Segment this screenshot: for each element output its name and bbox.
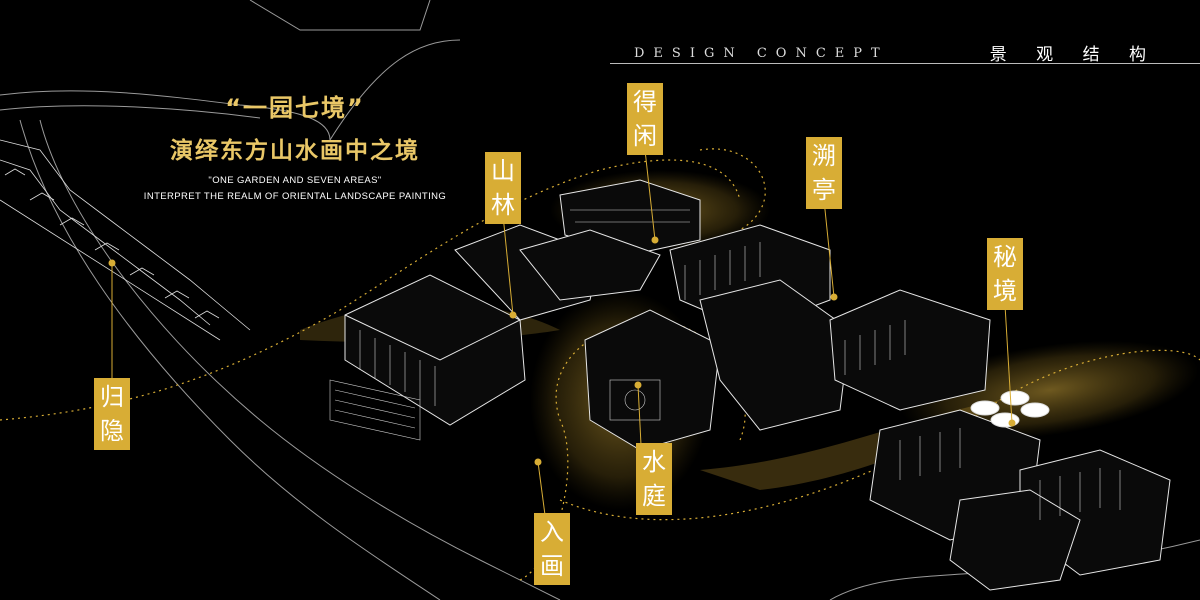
building-masses <box>344 179 1171 591</box>
zone-tag-guiyin: 归隐 <box>94 378 130 450</box>
header-divider <box>610 63 1200 64</box>
headline-block: “一园七境” 演绎东方山水画中之境 "ONE GARDEN AND SEVEN … <box>140 88 450 202</box>
design-concept-label: DESIGN CONCEPT <box>634 46 889 61</box>
headline-quote: “一园七境” <box>225 94 365 122</box>
section-title: 景 观 结 构 <box>989 45 1158 65</box>
headline-english-1: "ONE GARDEN AND SEVEN AREAS" <box>208 175 382 186</box>
zone-tag-mijing: 秘境 <box>987 238 1023 310</box>
zone-tag-ruhua: 入画 <box>534 513 570 585</box>
building-details <box>329 209 1121 520</box>
terrace-houses <box>0 139 251 341</box>
zone-tag-suting: 溯亭 <box>806 137 842 209</box>
zone-tag-shanlin: 山林 <box>485 152 521 224</box>
headline-english-2: INTERPRET THE REALM OF ORIENTAL LANDSCAP… <box>143 191 447 202</box>
zone-tag-dexian: 得闲 <box>627 83 663 155</box>
leader-lines <box>108 149 1016 516</box>
headline-subtitle: 演绎东方山水画中之境 <box>170 138 420 164</box>
zone-tag-shuiting: 水庭 <box>636 443 672 515</box>
section-header: DESIGN CONCEPT 景 观 结 构 <box>610 38 1200 68</box>
